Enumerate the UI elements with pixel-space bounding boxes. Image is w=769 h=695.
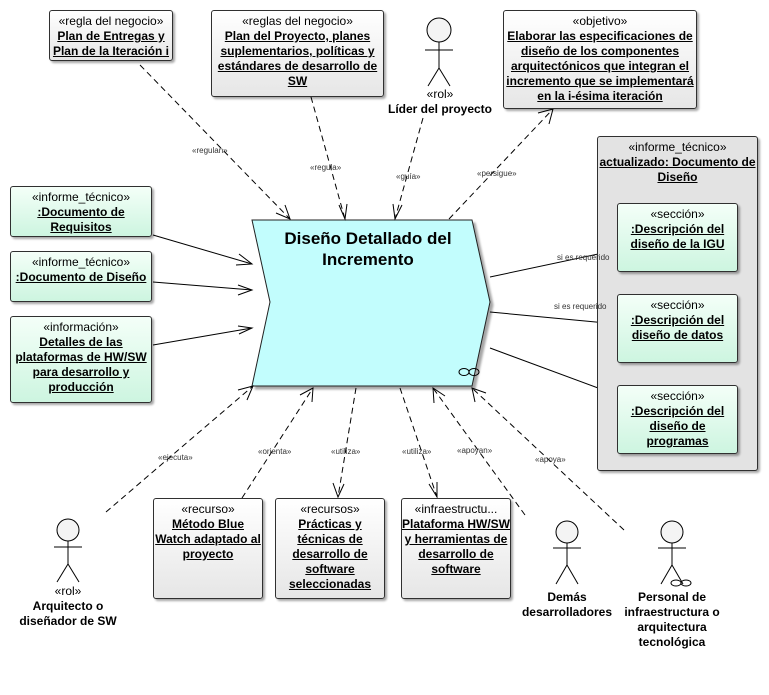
stereotype: «recursos» [300, 502, 360, 516]
actor-lider-label: «rol» Líder del proyecto [375, 87, 505, 117]
node-title: Plataforma HW/SW y herramientas de desar… [402, 517, 511, 576]
node-seccion-programas[interactable]: «sección» :Descripción del diseño de pro… [617, 385, 738, 454]
stereotype: «informe_técnico» [31, 255, 131, 269]
actor-arquitecto-label: «rol» Arquitecto o diseñador de SW [8, 584, 128, 629]
arrowhead [332, 482, 345, 499]
arrowhead [338, 203, 348, 221]
actor-name: Personal de infraestructura o arquitectu… [624, 590, 720, 649]
stereotype: «informe_técnico» [31, 190, 131, 204]
rake-icon [458, 368, 480, 376]
arrowhead [275, 204, 291, 220]
relation-persigue [448, 108, 554, 220]
label-utiliza-1: «utiliza» [331, 447, 361, 456]
node-title: Método Blue Watch adaptado al proyecto [155, 517, 261, 561]
node-seccion-datos[interactable]: «sección» :Descripción del diseño de dat… [617, 294, 738, 363]
flow-diseno [152, 281, 253, 291]
stereotype: «objetivo» [572, 14, 628, 28]
actor-infraestructura-icon[interactable] [658, 520, 692, 587]
activity-title: Diseño Detallado del Incremento [284, 229, 452, 269]
stereotype: «infraestructu... [414, 502, 498, 516]
stereotype: «reglas del negocio» [242, 14, 353, 28]
node-doc-diseno[interactable]: «informe_técnico» :Documento de Diseño [10, 251, 152, 302]
flow-plataformas [152, 327, 253, 346]
arrowhead [537, 108, 554, 125]
node-title: :Descripción del diseño de la IGU [630, 222, 725, 251]
relation-guia [394, 117, 424, 220]
stereotype: «informe_técnico» [628, 140, 727, 154]
arrowhead [237, 385, 254, 401]
node-title: :Descripción del diseño de datos [630, 313, 725, 342]
arrowhead [237, 284, 254, 296]
node-plataforma[interactable]: «infraestructu... Plataforma HW/SW y her… [401, 498, 511, 599]
arrowhead [471, 387, 487, 403]
node-title: Plan del Proyecto, planes suplementarios… [217, 29, 378, 88]
arrowhead [392, 203, 403, 221]
relation-regula [310, 96, 346, 220]
node-detalles-plataformas[interactable]: «información» Detalles de las plataforma… [10, 316, 152, 403]
node-title: Elaborar las especificaciones de diseño … [506, 29, 694, 103]
arrowhead [428, 482, 438, 499]
node-title: Prácticas y técnicas de desarrollo de so… [288, 517, 372, 591]
relation-apoyan [432, 387, 526, 516]
actor-name: Arquitecto o diseñador de SW [19, 599, 117, 628]
relation-utiliza-1 [337, 387, 357, 498]
label-utiliza-2: «utiliza» [402, 447, 432, 456]
actor-infraestructura-label: Personal de infraestructura o arquitectu… [617, 590, 727, 650]
label-si-es-requerido-1: si es requerido [557, 253, 610, 262]
stereotype: «sección» [650, 298, 705, 312]
actor-arquitecto-icon[interactable] [54, 518, 82, 583]
relation-regulan [139, 64, 291, 220]
node-title: Plan de Entregas y Plan de la Iteración … [52, 29, 170, 58]
relation-apoya [471, 387, 625, 531]
node-doc-requisitos[interactable]: «informe_técnico» :Documento de Requisit… [10, 186, 152, 237]
node-plan-proyecto[interactable]: «reglas del negocio» Plan del Proyecto, … [211, 10, 384, 97]
arrowhead [237, 325, 254, 335]
label-orienta: «orienta» [258, 447, 292, 456]
stereotype: «sección» [650, 207, 705, 221]
label-ejecuta: «ejecuta» [158, 453, 193, 462]
node-metodo-blue[interactable]: «recurso» Método Blue Watch adaptado al … [153, 498, 263, 599]
flow-requisitos [152, 234, 253, 265]
label-si-es-requerido-2: si es requerido [554, 302, 607, 311]
node-title: :Documento de Diseño [15, 270, 147, 284]
arrowhead [299, 387, 314, 403]
node-title: :Documento de Requisitos [37, 205, 125, 234]
stereotype: «sección» [650, 389, 705, 403]
label-regula: «regula» [310, 163, 342, 172]
activity-diseno-detallado[interactable] [251, 219, 491, 387]
relation-ejecuta [105, 385, 254, 513]
actor-name: Demás desarrolladores [521, 590, 613, 619]
stereotype: «regla del negocio» [58, 14, 164, 28]
actor-name: Líder del proyecto [387, 102, 493, 116]
label-apoyan: «apoyan» [457, 446, 493, 455]
node-seccion-igu[interactable]: «sección» :Descripción del diseño de la … [617, 203, 738, 272]
stereotype: «rol» [426, 87, 454, 101]
stereotype: «rol» [54, 584, 82, 598]
stereotype: «recurso» [181, 502, 235, 516]
node-title: actualizado: Documento de Diseño [599, 155, 756, 184]
flow-datos [489, 311, 618, 325]
label-guia: «guía» [396, 172, 421, 181]
relation-utiliza-2 [399, 387, 438, 498]
node-objetivo[interactable]: «objetivo» Elaborar las especificaciones… [503, 10, 697, 109]
arrowhead [432, 387, 446, 404]
node-title: :Descripción del diseño de programas [630, 404, 725, 448]
actor-lider-icon[interactable] [425, 17, 453, 87]
node-title: Detalles de las plataformas de HW/SW par… [15, 335, 147, 394]
node-practicas[interactable]: «recursos» Prácticas y técnicas de desar… [275, 498, 385, 599]
label-apoya: «apoya» [535, 455, 566, 464]
actor-desarrolladores-label: Demás desarrolladores [517, 590, 617, 620]
actor-desarrolladores-icon[interactable] [553, 520, 581, 585]
flow-programas [489, 347, 618, 396]
stereotype: «información» [43, 320, 119, 334]
flow-igu [489, 249, 618, 278]
arrowhead [235, 253, 254, 266]
label-persigue: «persigue» [477, 169, 517, 178]
relation-orienta [241, 387, 314, 499]
label-regulan: «regulan» [192, 146, 228, 155]
node-plan-entregas[interactable]: «regla del negocio» Plan de Entregas y P… [49, 10, 173, 61]
